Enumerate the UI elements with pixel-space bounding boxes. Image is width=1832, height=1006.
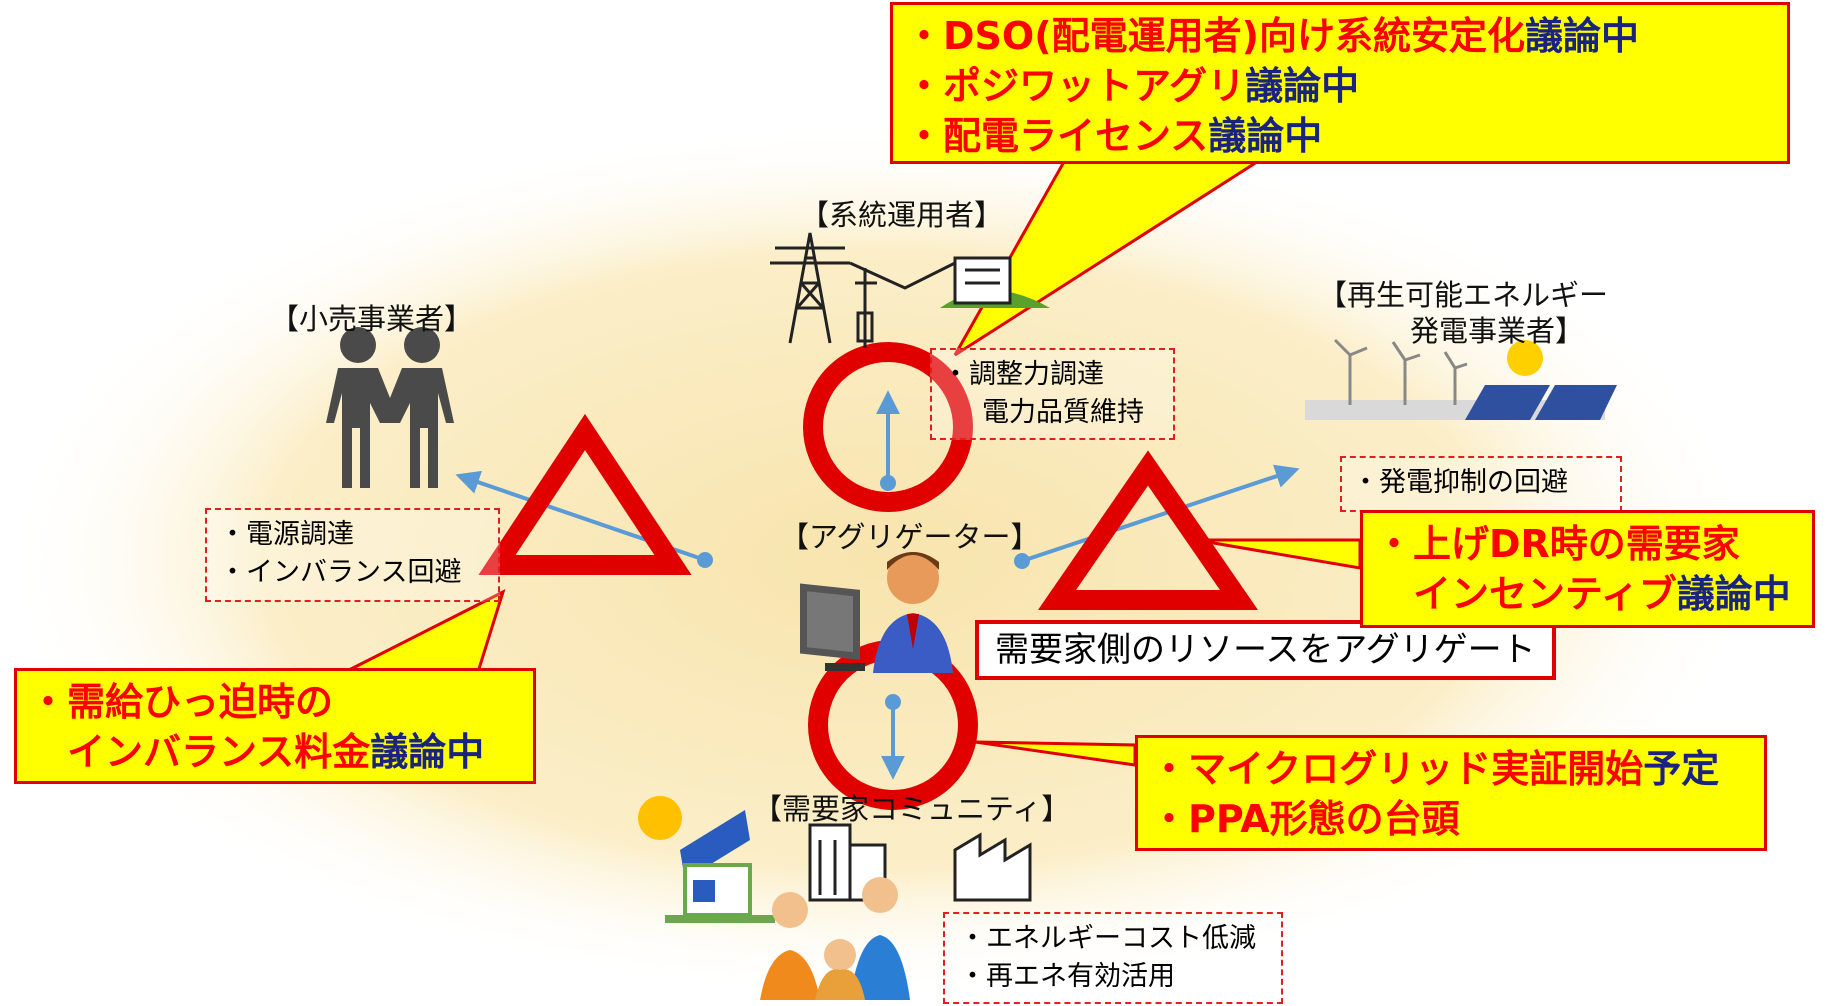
grid-operator-label: 【系統運用者】 xyxy=(800,198,1004,232)
top-callout: ・DSO(配電運用者)向け系統安定化議論中 ・ポジワットアグリ議論中 ・配電ライ… xyxy=(890,2,1790,164)
callout-line: ・ポジワットアグリ議論中 xyxy=(905,64,1360,108)
benefit-item: ・調整力調達 xyxy=(942,359,1104,390)
benefit-item: ・インバランス回避 xyxy=(219,557,462,588)
grid-circle-symbol xyxy=(803,342,973,512)
renewable-benefits-box: ・発電抑制の回避 xyxy=(1340,456,1622,512)
bottom-callout: ・マイクログリッド実証開始予定 ・PPA形態の台頭 xyxy=(1135,735,1767,851)
retailer-label: 【小売事業者】 xyxy=(270,302,474,336)
right-callout: ・上げDR時の需要家 インセンティブ議論中 xyxy=(1360,510,1815,628)
house-building-factory-people-icon xyxy=(638,796,1032,1000)
operator-computer-icon xyxy=(800,552,953,673)
callout-line: ・マイクログリッド実証開始予定 xyxy=(1150,747,1720,791)
grid-benefits-box: ・調整力調達 電力品質維持 xyxy=(930,348,1175,440)
handshake-icon xyxy=(326,327,454,488)
aggregator-resource-box: 需要家側のリソースをアグリゲート xyxy=(975,620,1556,680)
aggregator-label: 【アグリゲーター】 xyxy=(780,520,1040,554)
arrow-to-renewable xyxy=(1021,464,1300,563)
callout-line: ・需給ひっ迫時の xyxy=(29,680,334,724)
benefit-item: ・電源調達 xyxy=(219,519,354,550)
callout-line: ・DSO(配電運用者)向け系統安定化議論中 xyxy=(905,14,1639,58)
wind-solar-farm-icon xyxy=(1305,338,1617,420)
renewable-triangle-symbol xyxy=(1037,450,1259,610)
retailer-benefits-box: ・電源調達 ・インバランス回避 xyxy=(205,508,500,602)
community-benefits-box: ・エネルギーコスト低減 ・再エネ有効活用 xyxy=(943,912,1283,1004)
benefit-item: 電力品質維持 xyxy=(982,397,1144,428)
retailer-triangle-symbol xyxy=(478,413,692,575)
callout-line: インバランス料金議論中 xyxy=(29,730,485,774)
community-label: 【需要家コミュニティ】 xyxy=(753,792,1071,826)
benefit-item: ・エネルギーコスト低減 xyxy=(959,923,1256,954)
benefit-item: ・発電抑制の回避 xyxy=(1352,467,1568,498)
callout-line: ・配電ライセンス議論中 xyxy=(905,114,1323,158)
benefit-item: ・再エネ有効活用 xyxy=(959,961,1175,992)
renewable-label-line2: 発電事業者】 xyxy=(1410,314,1585,348)
callout-line: ・PPA形態の台頭 xyxy=(1150,797,1460,841)
callout-line: インセンティブ議論中 xyxy=(1375,572,1791,616)
left-callout: ・需給ひっ迫時の インバランス料金議論中 xyxy=(14,668,536,784)
transmission-tower-icon xyxy=(770,232,1050,348)
callout-line: ・上げDR時の需要家 xyxy=(1375,522,1740,566)
renewable-label-line1: 【再生可能エネルギー xyxy=(1318,278,1609,312)
